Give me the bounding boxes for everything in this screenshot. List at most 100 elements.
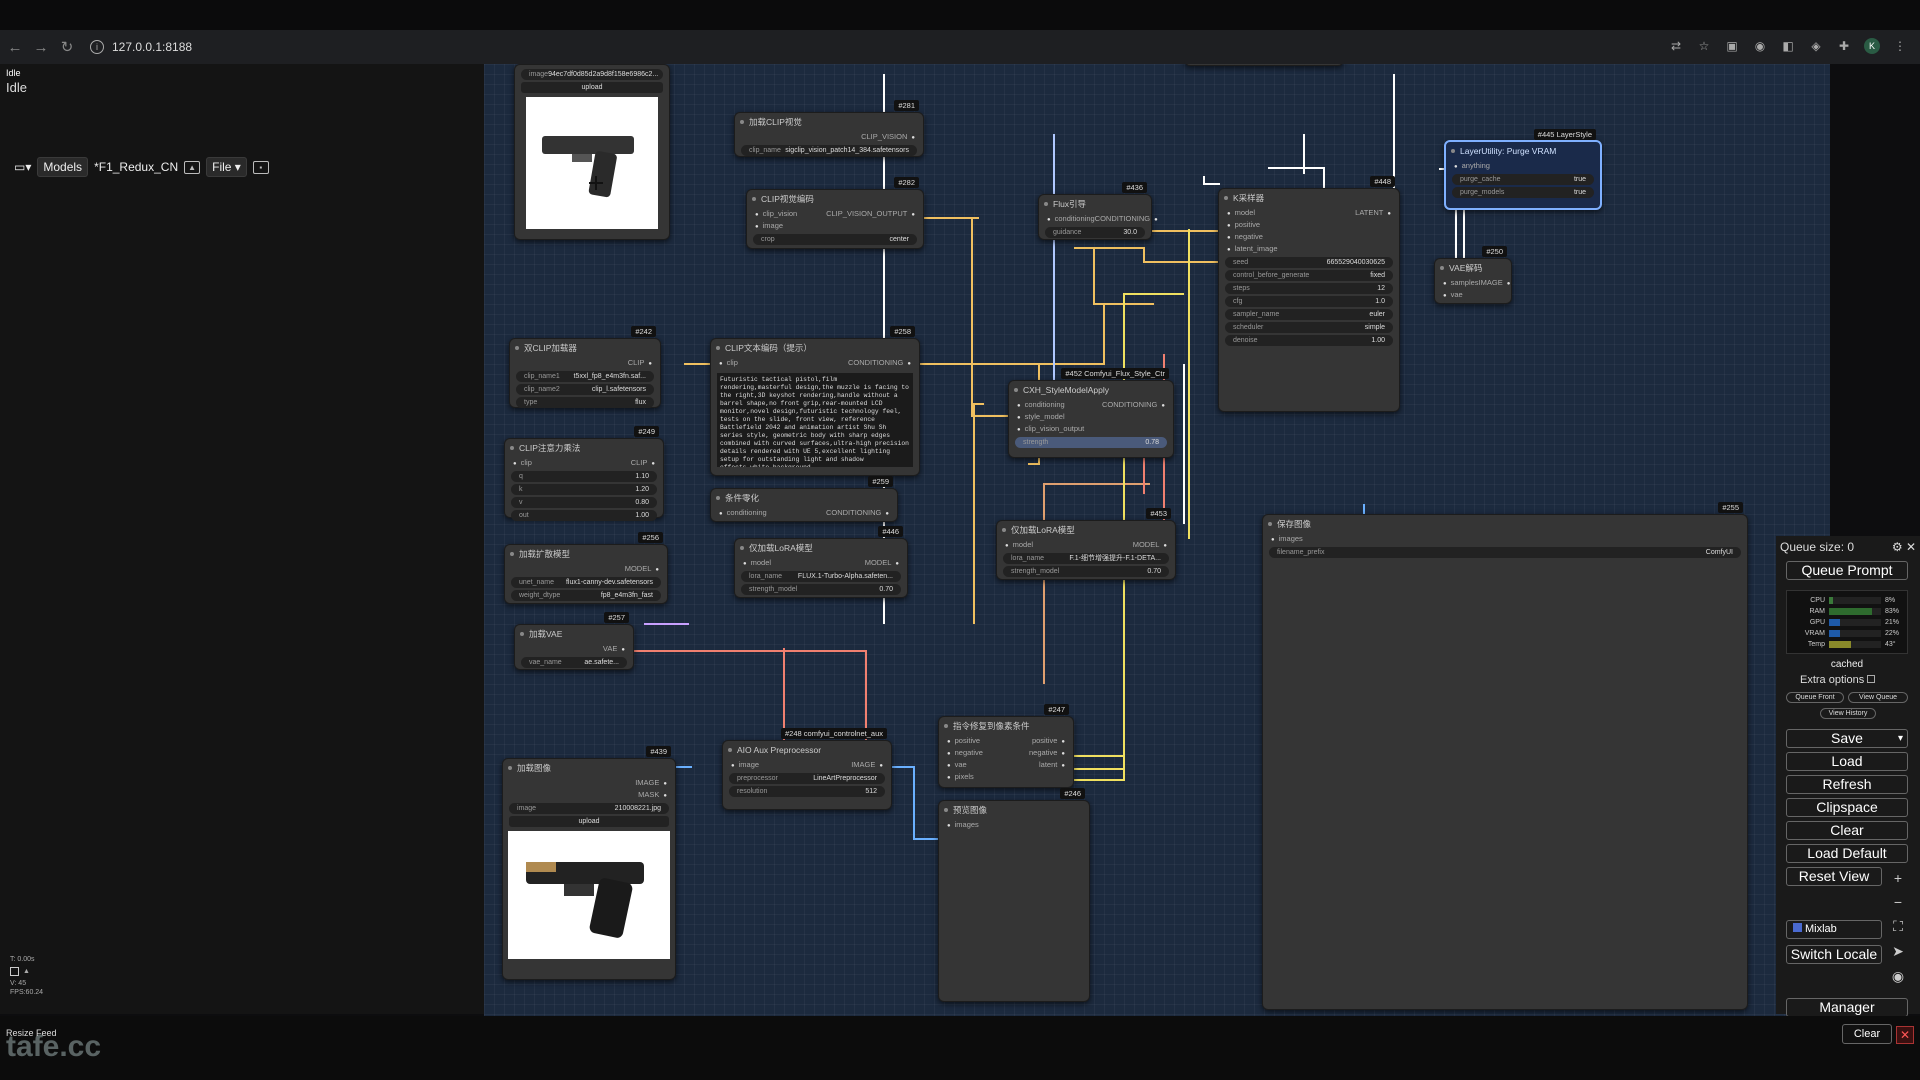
extension-icon[interactable]: ◉ xyxy=(1754,39,1766,53)
save-icon[interactable]: ▪ xyxy=(252,160,269,174)
workflow-name[interactable]: *F1_Redux_CN xyxy=(94,160,179,174)
pin-icon[interactable]: ▲ xyxy=(23,968,30,975)
gear-icon[interactable]: ⚙ xyxy=(1891,540,1903,554)
image-icon[interactable]: ▲ xyxy=(184,160,201,174)
folder-icon[interactable]: ▭▾ xyxy=(14,160,32,174)
style-model-loader-node[interactable] xyxy=(1184,64,1344,66)
zoom-out-icon[interactable]: − xyxy=(1893,894,1903,910)
bookmark-star-icon[interactable]: ☆ xyxy=(1698,39,1710,53)
site-info-icon[interactable]: i xyxy=(90,40,104,54)
forward-icon[interactable]: → xyxy=(33,38,49,56)
clip-vision-loader-node[interactable]: #281 加载CLIP视觉 CLIP_VISION clip_namesigcl… xyxy=(734,100,924,157)
address-bar[interactable]: i 127.0.0.1:8188 xyxy=(90,40,192,54)
file-menu-button[interactable]: File ▾ xyxy=(206,157,247,177)
prompt-textarea[interactable]: Futuristic tactical pistol,film renderin… xyxy=(717,373,913,467)
refresh-button[interactable]: Refresh xyxy=(1786,775,1908,794)
load-image-node[interactable]: #439 加载图像 IMAGE MASK image210008221.jpg … xyxy=(502,746,676,980)
extra-options-checkbox[interactable] xyxy=(1867,675,1876,683)
fit-view-icon[interactable]: ⛶ xyxy=(1893,918,1903,934)
close-icon[interactable]: ✕ xyxy=(1905,540,1916,554)
upload-button[interactable]: upload xyxy=(509,816,669,827)
upload-button[interactable]: upload xyxy=(521,82,663,93)
models-button[interactable]: Models xyxy=(37,157,89,177)
grid-toggle-icon[interactable] xyxy=(10,967,19,976)
pointer-icon[interactable]: ➤ xyxy=(1892,943,1904,959)
mixlab-button[interactable]: Mixlab xyxy=(1786,920,1882,939)
switch-locale-button[interactable]: Switch Locale xyxy=(1786,945,1882,964)
menu-kebab-icon[interactable]: ⋮ xyxy=(1894,39,1906,53)
preview-image-node[interactable]: #246 预览图像 images xyxy=(938,788,1090,1002)
translate-icon[interactable]: ⇄ xyxy=(1670,39,1682,53)
aio-aux-preprocessor-node[interactable]: #248 comfyui_controlnet_aux AIO Aux Prep… xyxy=(722,728,892,810)
queue-prompt-button[interactable]: Queue Prompt xyxy=(1786,561,1908,580)
extra-options-label[interactable]: Extra options xyxy=(1800,674,1876,686)
eye-icon[interactable]: ◉ xyxy=(1891,968,1905,984)
extension-icon[interactable]: ◧ xyxy=(1782,39,1794,53)
reload-icon[interactable]: ↻ xyxy=(60,39,74,56)
save-button[interactable]: Save▾ xyxy=(1786,729,1908,748)
feed-clear-button[interactable]: Clear xyxy=(1842,1024,1892,1044)
reset-view-button[interactable]: Reset View xyxy=(1786,867,1882,886)
resize-feed-button[interactable]: Resize Feed xyxy=(6,1028,57,1038)
profile-avatar[interactable]: K xyxy=(1864,38,1880,54)
view-history-button[interactable]: View History xyxy=(1820,708,1876,719)
load-button[interactable]: Load xyxy=(1786,752,1908,771)
clear-button[interactable]: Clear xyxy=(1786,821,1908,840)
vae-loader-node[interactable]: #257 加载VAE VAE vae_nameae.safete... xyxy=(514,612,634,670)
clipspace-button[interactable]: Clipspace xyxy=(1786,798,1908,817)
queue-front-button[interactable]: Queue Front xyxy=(1786,692,1844,703)
purge-vram-node[interactable]: #445 LayerStyle LayerUtility: Purge VRAM… xyxy=(1444,129,1602,210)
clip-vision-encode-node[interactable]: #282 CLIP视觉编码 clip_visionCLIP_VISION_OUT… xyxy=(746,177,924,249)
view-queue-button[interactable]: View Queue xyxy=(1848,692,1908,703)
load-default-button[interactable]: Load Default xyxy=(1786,844,1908,863)
extension-icon[interactable]: ◈ xyxy=(1811,39,1821,53)
puzzle-icon[interactable]: ✚ xyxy=(1838,39,1850,53)
extension-icon[interactable]: ▣ xyxy=(1726,39,1738,53)
unet-loader-node[interactable]: #256 加载扩散模型 MODEL unet_nameflux1-canny-d… xyxy=(504,532,668,604)
close-icon[interactable]: ✕ xyxy=(1896,1026,1914,1044)
style-model-apply-node[interactable]: #452 Comfyui_Flux_Style_Ctr CXH_StyleMod… xyxy=(1008,368,1174,458)
